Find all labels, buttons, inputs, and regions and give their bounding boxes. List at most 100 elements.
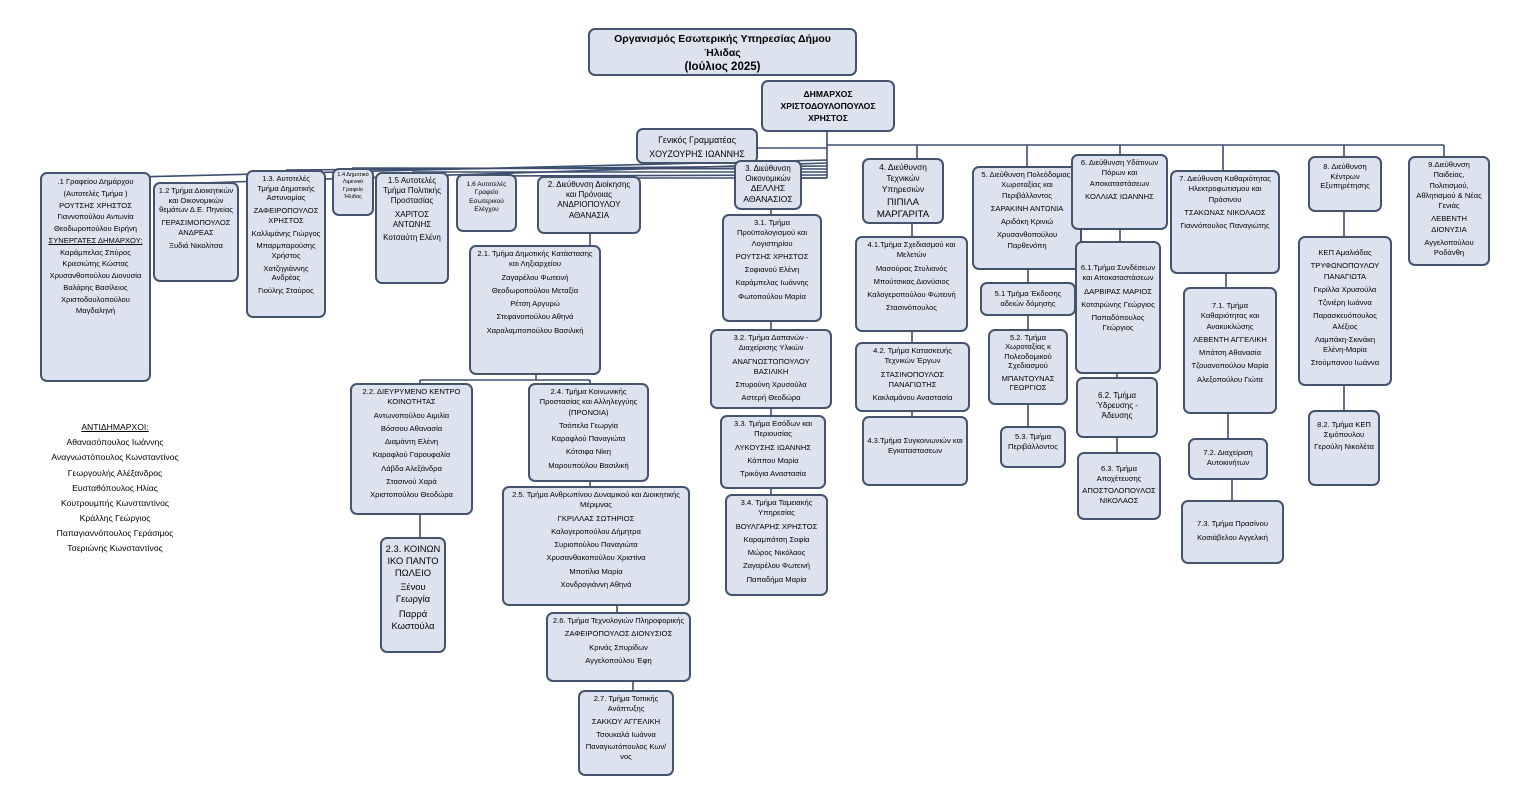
directorate-4-head: ΠΙΠΙΛΑ ΜΑΡΓΑΡΙΤΑ — [876, 197, 930, 221]
kep-amaliada-line-4: Παρασκευόπουλος Αλέξιος — [1313, 311, 1377, 331]
dept-7-1-line-2: Μπάτση Αθανασία — [1199, 348, 1261, 357]
dept-2-6-line-1: ΖΑΦΕΙΡΟΠΟΥΛΟΣ ΔΙΟΝΥΣΙΟΣ — [564, 629, 673, 639]
mayor-office-line-2: Γιαννοπούλου Αντωνία — [57, 212, 134, 222]
mayor-associate-3: Χρυσανθοπούλου Διονυσία — [49, 271, 142, 281]
dept-5-1-title: 5.1 Τμήμα Έκδοσης αδειών δόμησης — [994, 289, 1062, 308]
title-line-3: (Ιούλιος 2025) — [684, 61, 761, 74]
mayor-box: ΔΗΜΑΡΧΟΣ ΧΡΙΣΤΟΔΟΥΛΟΠΟΥΛΟΣ ΧΡΗΣΤΟΣ — [761, 80, 895, 132]
dept-7-3-line-1: Κοσιάβελου Αγγελική — [1197, 533, 1268, 543]
dept-7-1-title: 7.1. Τμήμα Καθαριότητας και Ανακυκλώσης — [1200, 301, 1260, 331]
deputy-mayor-5: Κουτρουμπής Κωνσταντίνος — [60, 497, 170, 508]
deputy-mayor-2: Αναγνωστόπουλος Κωνσταντίνος — [51, 452, 179, 463]
dept-1-3-line-2: Καλλιμάνης Γιώργος — [251, 228, 321, 238]
dept-2-5-line-4: Χρυσανθακοπούλου Χριστίνα — [546, 553, 646, 563]
directorate-4-title: 4. Διεύθυνση Τεχνικών Υπηρεσιών — [879, 162, 927, 194]
directorate-7-box: 7. Διεύθυνση Καθαριότητας Ηλεκτροφωτισμο… — [1170, 170, 1280, 274]
dept-1-4-title: 1.4 Δημοτικό Λιμενικό Γραφείο Ήλιδας — [337, 172, 369, 200]
dept-2-1-box: 2.1. Τμήμα Δημοτικής Κατάστασης και Ληξι… — [469, 245, 601, 375]
directorate-7-line-2: Γιαννόπουλος Παναγιώτης — [1180, 221, 1270, 230]
mayor-office-line-1: ΡΟΥΤΣΗΣ ΧΡΗΣΤΟΣ — [59, 200, 132, 210]
general-secretary-role: Γενικός Γραμματέας — [658, 135, 736, 145]
kep-amaliada-box: ΚΕΠ Αμαλιάδας ΤΡΥΦΩΝΟΠΟΥΛΟΥ ΠΑΝΑΓΙΩΤΑ Γκ… — [1298, 236, 1392, 386]
directorate-6-head: ΚΟΛΛΙΑΣ ΙΩΑΝΝΗΣ — [1085, 191, 1154, 201]
dept-3-2-line-1: ΑΝΑΓΝΩΣΤΟΠΟΥΛΟΥ ΒΑΣΙΛΙΚΗ — [732, 356, 810, 376]
dept-2-3-box: 2.3. ΚΟΙΝΩΝΙΚΟ ΠΑΝΤΟΠΩΛΕΙΟ Ξένου Γεωργία… — [380, 537, 446, 653]
dept-3-1-box: 3.1. Τμήμα Προϋπολογισμού και Λογιστηρίο… — [722, 214, 822, 322]
dept-1-3-line-3: Μπαρμπαρούσης Χρήστος — [256, 241, 316, 261]
dept-2-2-line-7: Χριστοπούλου Θεοδώρα — [370, 490, 453, 499]
dept-1-3-title: 1.3. Αυτοτελές Τμήμα Δημοτικής Αστυνομία… — [257, 174, 315, 203]
dept-4-1-line-4: Στασινόπουλος — [886, 303, 937, 313]
dept-2-7-line-1: ΣΑΚΚΟΥ ΑΓΓΕΛΙΚΗ — [591, 716, 661, 726]
dept-4-1-line-3: Καλογεροπούλου Φωτεινή — [867, 290, 956, 299]
dept-6-2-box: 6.2. Τμήμα Ύδρευσης - Άδευσης — [1076, 377, 1158, 438]
dept-3-1-line-4: Φωτοπούλου Μαρία — [738, 291, 806, 301]
directorate-9-title: 9.Διεύθυνση Παιδείας, Πολιτισμού, Αθλητι… — [1416, 160, 1482, 210]
mayor-associate-1: Καράμπελας Σπύρος — [60, 247, 131, 257]
dept-2-3-line-1: Ξένου Γεωργία — [395, 581, 431, 604]
dept-2-6-box: 2.6. Τμήμα Τεχνολογιών Πληροφορικής ΖΑΦΕ… — [546, 612, 691, 682]
mayor-role: ΔΗΜΑΡΧΟΣ — [803, 89, 853, 99]
dept-3-4-line-1: ΒΟΥΛΓΑΡΗΣ ΧΡΗΣΤΟΣ — [735, 521, 818, 531]
dept-6-1-line-2: Κοτσιρώνης Γεώργιος — [1081, 299, 1155, 309]
title-line-2: Ήλιδας — [704, 46, 741, 59]
dept-5-1-box: 5.1 Τμήμα Έκδοσης αδειών δόμησης — [980, 282, 1076, 316]
dept-2-6-line-2: Κρινάς Σπυρίδων — [589, 642, 648, 652]
general-secretary-name: ΧΟΥΖΟΥΡΗΣ ΙΩΑΝΝΗΣ — [649, 149, 745, 160]
chart-title-box: Οργανισμός Εσωτερικής Υπηρεσίας Δήμου Ήλ… — [588, 28, 857, 76]
directorate-3-title: 3. Διεύθυνση Οικονομικών — [745, 164, 791, 183]
dept-3-2-box: 3.2. Τμήμα Δαπανών - Διαχείρισης Υλικών … — [710, 329, 832, 409]
directorate-2-title: 2. Διεύθυνση Διοίκησης και Πρόνοιας — [547, 180, 631, 200]
dept-3-3-line-3: Τρικόγια Αναστασία — [740, 469, 806, 478]
dept-3-2-line-2: Σπυρούνη Χρυσούλα — [735, 380, 807, 389]
dept-3-3-line-1: ΛΥΚΟΥΣΗΣ ΙΩΑΝΝΗΣ — [734, 442, 812, 452]
dept-3-1-title: 3.1. Τμήμα Προϋπολογισμού και Λογιστηρίο… — [736, 218, 808, 248]
dept-1-2-line-1: ΓΕΡΑΣΙΜΟΠΟΥΛΟΣ ΑΝΔΡΕΑΣ — [161, 218, 231, 237]
dept-1-5-line-1: ΧΑΡΙΤΟΣ ΑΝΤΩΝΗΣ — [392, 209, 432, 229]
dept-5-2-title: 5.2. Τμήμα Χωροταξίας κ Πολεοδομικού Σχε… — [1004, 333, 1052, 371]
deputy-mayor-4: Ευσταθόπουλος Ηλίας — [72, 482, 158, 493]
dept-4-3-title: 4.3.Τμήμα Συγκοινωνιών και Εγκαταστασεων — [867, 436, 963, 455]
dept-5-2-line-1: ΜΠΑΝΤΟΥΝΑΣ ΓΕΩΡΓΙΟΣ — [1001, 373, 1055, 393]
dept-2-2-line-3: Διαμάντη Ελένη — [384, 437, 439, 446]
dept-6-1-line-3: Παπαδόπουλος Γεώργιος — [1091, 313, 1145, 333]
dept-2-4-line-3: Κότσιφα Νίκη — [566, 447, 611, 457]
dept-1-2-title: 1.2 Τμήμα Διοικητικών και Οικονομικών θε… — [158, 186, 234, 215]
mayor-associate-4: Βαλάρης Βασίλειος — [63, 282, 128, 292]
dept-6-1-title: 6.1.Τμήμα Συνδέσεων και Αποκαταστάσεων — [1080, 263, 1156, 283]
mayor-office-title: .1 Γραφείου Δημάρχου (Αυτοτελές Τμήμα ) — [57, 177, 134, 198]
dept-2-5-line-5: Μποτίλια Μαρία — [569, 566, 623, 576]
dept-2-2-title: 2.2. ΔΙΕΥΡΥΜΕΝΟ ΚΕΝΤΡΟ ΚΟΙΝΟΤΗΤΑΣ — [362, 387, 461, 407]
dept-3-4-line-2: Καραμπάτση Σοφία — [743, 534, 810, 544]
dept-3-3-line-2: Κάππου Μαρία — [747, 455, 799, 465]
dept-8-2-title: 8.2. Τμήμα ΚΕΠ Σιμόπουλου — [1317, 420, 1371, 439]
dept-2-2-line-5: Λάβδα Αλεξάνδρα — [381, 463, 442, 473]
dept-2-7-title: 2.7. Τμήμα Τοπικής Ανάπτυξης — [593, 694, 659, 713]
dept-5-3-box: 5.3. Τμήμα Περιβάλλοντος — [1000, 426, 1066, 468]
dept-1-5-box: 1.5 Αυτοτελές Τμήμα Πολιτικής Προστασίας… — [375, 172, 449, 284]
dept-2-1-line-4: Στεφανοπούλου Αθηνά — [496, 312, 574, 322]
directorate-4-box: 4. Διεύθυνση Τεχνικών Υπηρεσιών ΠΙΠΙΛΑ Μ… — [862, 158, 944, 224]
dept-1-2-line-2: Ξυδιά Νικολίτσα — [169, 240, 223, 250]
dept-5-2-box: 5.2. Τμήμα Χωροταξίας κ Πολεοδομικού Σχε… — [988, 329, 1068, 405]
dept-6-3-box: 6.3. Τμήμα Αποχέτευσης ΑΠΟΣΤΟΛΟΠΟΥΛΟΣ ΝΙ… — [1077, 452, 1161, 520]
mayor-office-line-3: Θεοδωροπούλου Ειρήνη — [53, 224, 138, 234]
dept-2-4-line-4: Μαρουπούλου Βασιλική — [548, 460, 629, 470]
dept-3-4-box: 3.4. Τμήμα Ταμειακής Υπηρεσίας ΒΟΥΛΓΑΡΗΣ… — [725, 494, 828, 596]
dept-2-6-line-3: Αγγελοπούλου Έφη — [585, 655, 652, 665]
dept-1-3-box: 1.3. Αυτοτελές Τμήμα Δημοτικής Αστυνομία… — [246, 170, 326, 318]
dept-7-2-title: 7.2. Διαχείριση Αυτοκινήτων — [1203, 448, 1253, 467]
dept-7-1-line-4: Αλεξοπούλου Γιώτα — [1197, 374, 1263, 384]
deputy-mayors-heading: ΑΝΤΙΔΗΜΑΡΧΟΙ: — [81, 422, 149, 432]
dept-3-4-title: 3.4. Τμήμα Ταμειακής Υπηρεσίας — [740, 498, 813, 518]
dept-2-2-line-4: Καραφλού Γαρουφαλία — [372, 450, 451, 460]
dept-1-6-title: 1.6 Αυτοτελές Γραφείο Εσωτερικού Ελέγχου — [466, 181, 507, 214]
dept-3-1-line-1: ΡΟΥΤΣΗΣ ΧΡΗΣΤΟΣ — [735, 251, 809, 261]
dept-2-4-line-2: Καραφλού Παναγιώτα — [551, 434, 626, 443]
dept-6-1-line-1: ΔΑΡΒΙΡΑΣ ΜΑΡΙΟΣ — [1084, 286, 1152, 296]
dept-2-2-line-6: Στασινού Χαρά — [386, 476, 437, 486]
kep-amaliada-line-3: Τζινιέρη Ιωάννα — [1318, 298, 1372, 307]
general-secretary-box: Γενικός Γραμματέας ΧΟΥΖΟΥΡΗΣ ΙΩΑΝΝΗΣ — [636, 128, 758, 164]
dept-2-3-line-2: Παρρά Κωστούλα — [391, 607, 435, 631]
dept-2-5-line-1: ΓΚΡΙΛΛΑΣ ΣΩΤΗΡΙΟΣ — [557, 513, 635, 523]
